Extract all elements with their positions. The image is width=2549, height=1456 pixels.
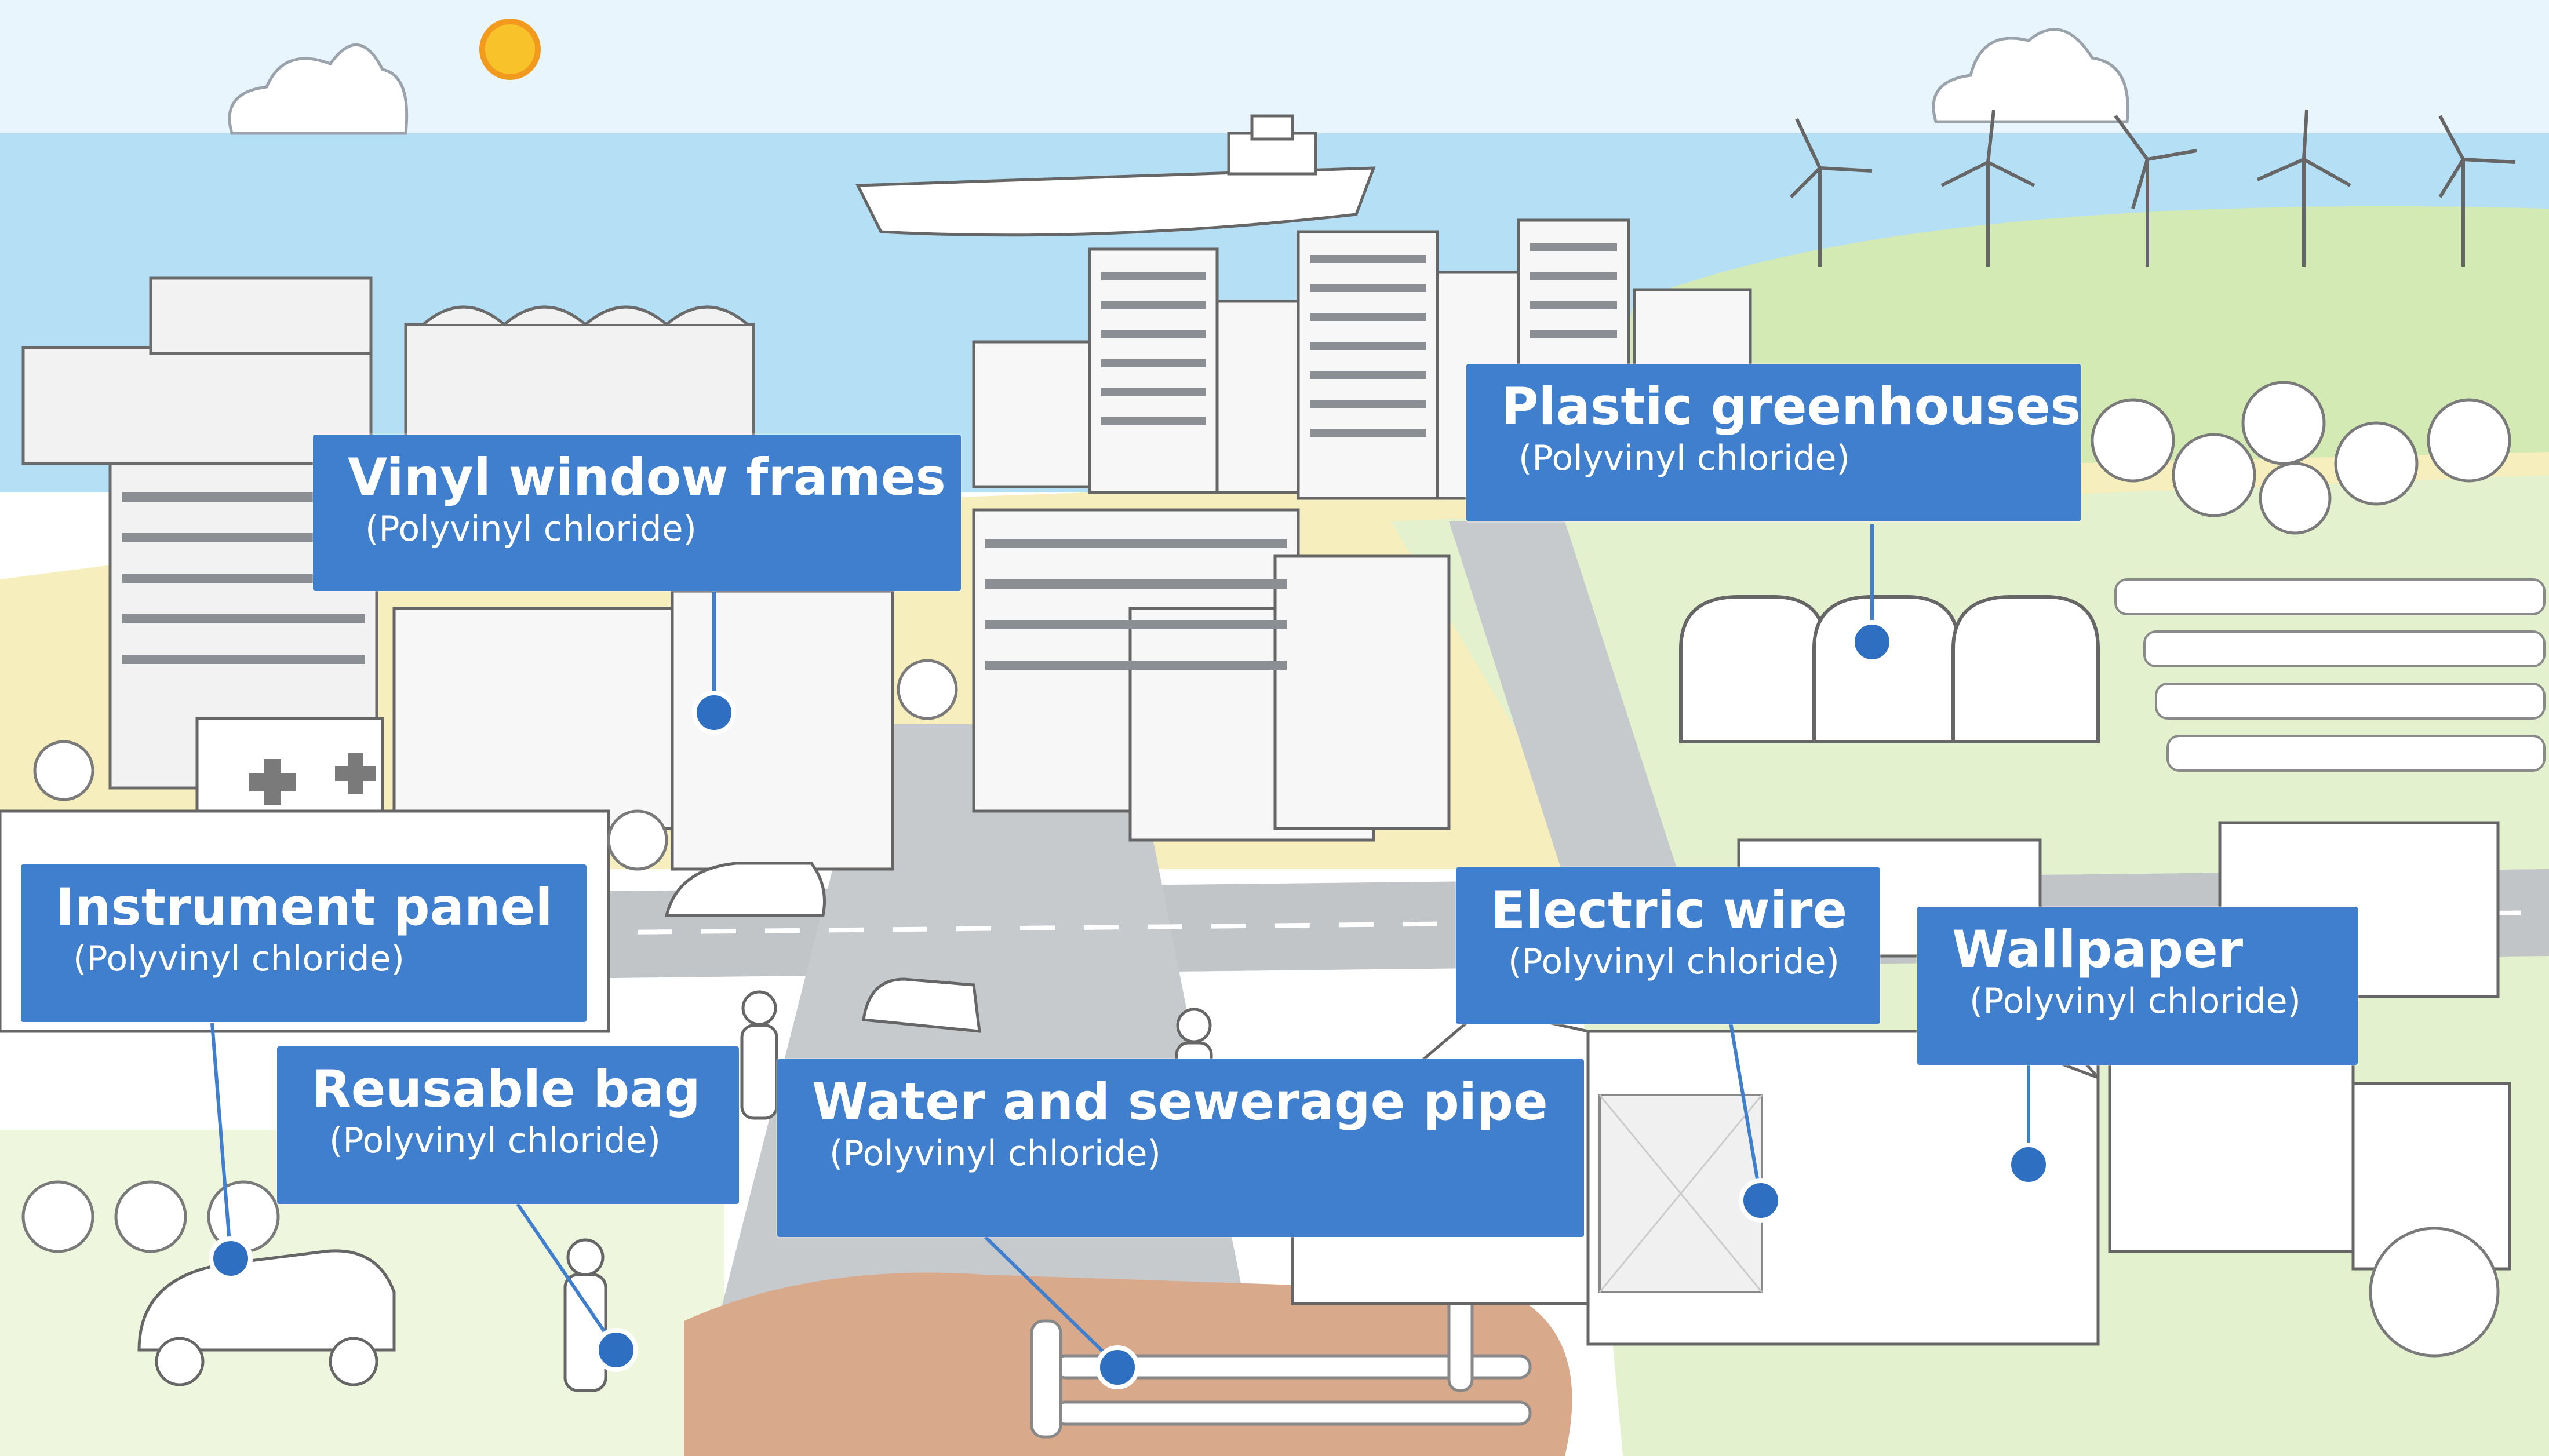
wallpaper-label: Wallpaper (Polyvinyl chloride) [1917, 907, 2358, 1065]
label-subtitle: (Polyvinyl chloride) [1969, 981, 2301, 1022]
water-and-sewerage-pipe-marker [1095, 1345, 1139, 1389]
reusable-bag-label: Reusable bag (Polyvinyl chloride) [277, 1046, 739, 1204]
label-title: Water and sewerage pipe [812, 1072, 1548, 1132]
wind-turbine-icon [1789, 110, 2516, 267]
tree-icon [21, 381, 2511, 1358]
electric-wire-marker [1739, 1178, 1783, 1223]
label-title: Vinyl window frames [348, 447, 946, 507]
label-title: Plastic greenhouses [1501, 377, 2081, 436]
hospital-cross-icon [249, 753, 376, 805]
label-subtitle: (Polyvinyl chloride) [73, 939, 405, 980]
label-title: Reusable bag [312, 1059, 701, 1119]
vinyl-window-frames-label: Vinyl window frames (Polyvinyl chloride) [313, 435, 961, 591]
tanker-ship-icon [855, 114, 1376, 237]
label-subtitle: (Polyvinyl chloride) [1519, 438, 1850, 479]
label-title: Wallpaper [1952, 919, 2244, 979]
car-icon [137, 862, 981, 1386]
instrument-panel-label: Instrument panel (Polyvinyl chloride) [21, 864, 587, 1022]
label-subtitle: (Polyvinyl chloride) [1508, 942, 1840, 983]
wallpaper-marker [2007, 1143, 2051, 1187]
label-subtitle: (Polyvinyl chloride) [365, 509, 697, 550]
instrument-panel-marker [209, 1236, 253, 1280]
vinyl-window-frames-marker [692, 691, 736, 735]
reusable-bag-marker [594, 1328, 638, 1372]
label-title: Instrument panel [56, 877, 553, 937]
pipe-icon [1030, 1227, 1532, 1439]
cloud-icon [228, 28, 2129, 135]
sun-icon [479, 19, 541, 80]
plastic-greenhouses-marker [1850, 620, 1894, 664]
label-subtitle: (Polyvinyl chloride) [829, 1133, 1161, 1174]
greenhouse-icon [1679, 595, 2100, 743]
plastic-greenhouses-label: Plastic greenhouses (Polyvinyl chloride) [1466, 364, 2081, 521]
label-title: Electric wire [1491, 880, 1848, 940]
label-subtitle: (Polyvinyl chloride) [329, 1121, 661, 1162]
water-and-sewerage-pipe-label: Water and sewerage pipe (Polyvinyl chlor… [777, 1059, 1584, 1237]
electric-wire-label: Electric wire (Polyvinyl chloride) [1456, 867, 1880, 1024]
